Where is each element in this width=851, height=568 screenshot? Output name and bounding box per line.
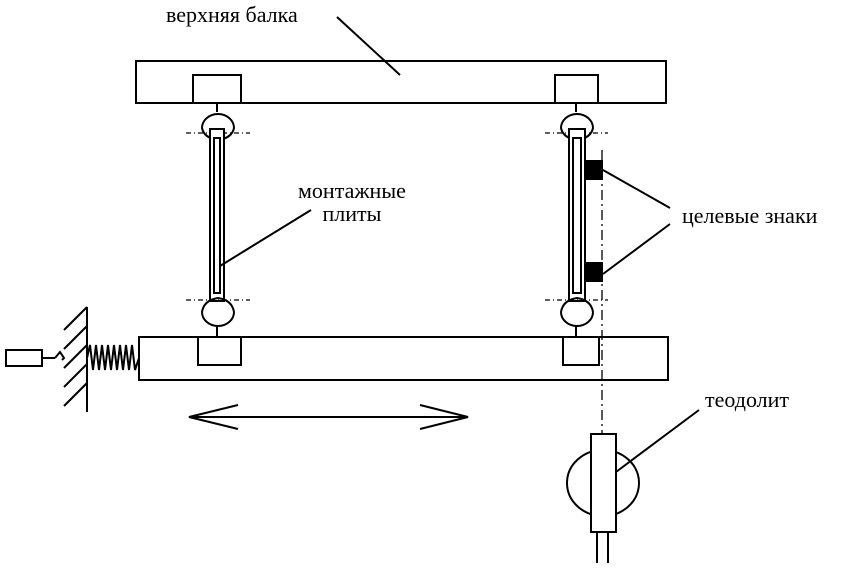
leader-theodolite — [615, 409, 700, 473]
right-mounting-plate — [545, 103, 608, 337]
theodolite — [566, 433, 640, 563]
upper-beam — [135, 60, 667, 104]
label-target-marks: целевые знаки — [682, 203, 818, 228]
leader-upper-beam — [336, 16, 401, 76]
target-mark-lower — [586, 262, 603, 282]
leader-mounting-plates — [219, 209, 312, 267]
upper-beam-mount-left — [192, 74, 242, 104]
label-mounting-plates: монтажные плиты — [298, 178, 406, 226]
leader-target-upper — [602, 169, 671, 209]
leader-target-lower — [602, 223, 671, 275]
label-theodolite: теодолит — [705, 387, 790, 412]
fixed-wall — [63, 306, 88, 412]
sensor — [5, 349, 66, 367]
label-upper-beam: верхняя балка — [166, 2, 298, 27]
lower-beam-mount-right — [562, 336, 600, 366]
lower-beam-mount-left — [197, 336, 242, 366]
upper-beam-mount-right — [554, 74, 599, 104]
target-mark-upper — [586, 160, 603, 180]
movement-arrow — [188, 404, 469, 430]
left-mounting-plate — [186, 103, 250, 337]
spring — [86, 344, 140, 371]
